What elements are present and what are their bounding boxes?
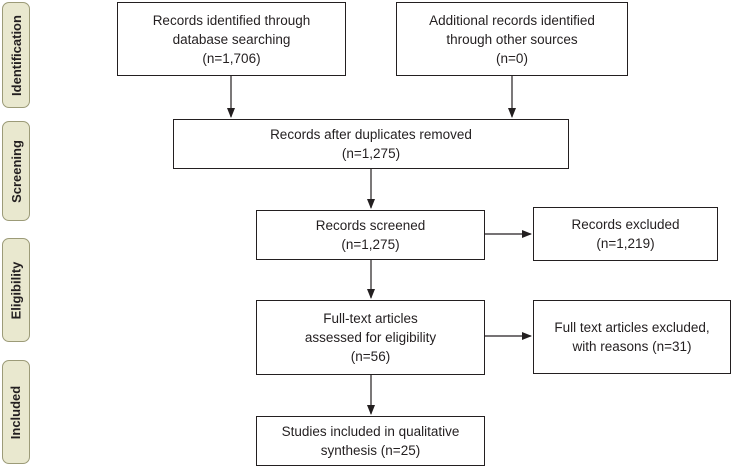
screened-count: (n=1,275): [341, 237, 400, 252]
fulltext-excluded-line1: Full text articles excluded,: [554, 320, 710, 335]
fulltext-excluded-line2: with reasons (n=31): [572, 339, 692, 354]
box-studies-included: Studies included in qualitative synthesi…: [256, 416, 485, 466]
box-fulltext-assessed: Full-text articles assessed for eligibil…: [256, 300, 485, 375]
fulltext-line2: assessed for eligibility: [304, 330, 437, 345]
excluded-count: (n=1,219): [596, 236, 655, 251]
phase-label-included: Included: [2, 360, 30, 464]
included-line1: Studies included in qualitative: [281, 424, 460, 439]
box-records-screened: Records screened (n=1,275): [256, 210, 485, 260]
phase-label-eligibility: Eligibility: [2, 238, 30, 342]
screened-line1: Records screened: [315, 218, 426, 233]
included-line2: synthesis (n=25): [320, 443, 421, 458]
box-records-excluded: Records excluded (n=1,219): [533, 207, 718, 261]
database-line2: database searching: [172, 31, 291, 47]
duplicates-line1: Records after duplicates removed: [270, 127, 472, 142]
database-count: (n=1,706): [202, 50, 261, 66]
fulltext-count: (n=56): [350, 349, 391, 364]
phase-label-screening: Screening: [2, 121, 30, 221]
box-fulltext-excluded: Full text articles excluded, with reason…: [533, 300, 731, 374]
excluded-line1: Records excluded: [571, 217, 680, 232]
duplicates-count: (n=1,275): [341, 146, 401, 161]
fulltext-line1: Full-text articles: [323, 311, 418, 326]
database-line1: Records identified through: [152, 12, 311, 28]
other-line1: Additional records identified: [429, 12, 595, 28]
box-other-sources: Additional records identified through ot…: [396, 2, 628, 76]
box-database-searching: Records identified through database sear…: [117, 2, 346, 76]
other-count: (n=0): [496, 50, 528, 66]
phase-label-identification: Identification: [2, 2, 30, 108]
box-duplicates-removed: Records after duplicates removed (n=1,27…: [173, 119, 569, 169]
other-line2: through other sources: [446, 31, 578, 47]
